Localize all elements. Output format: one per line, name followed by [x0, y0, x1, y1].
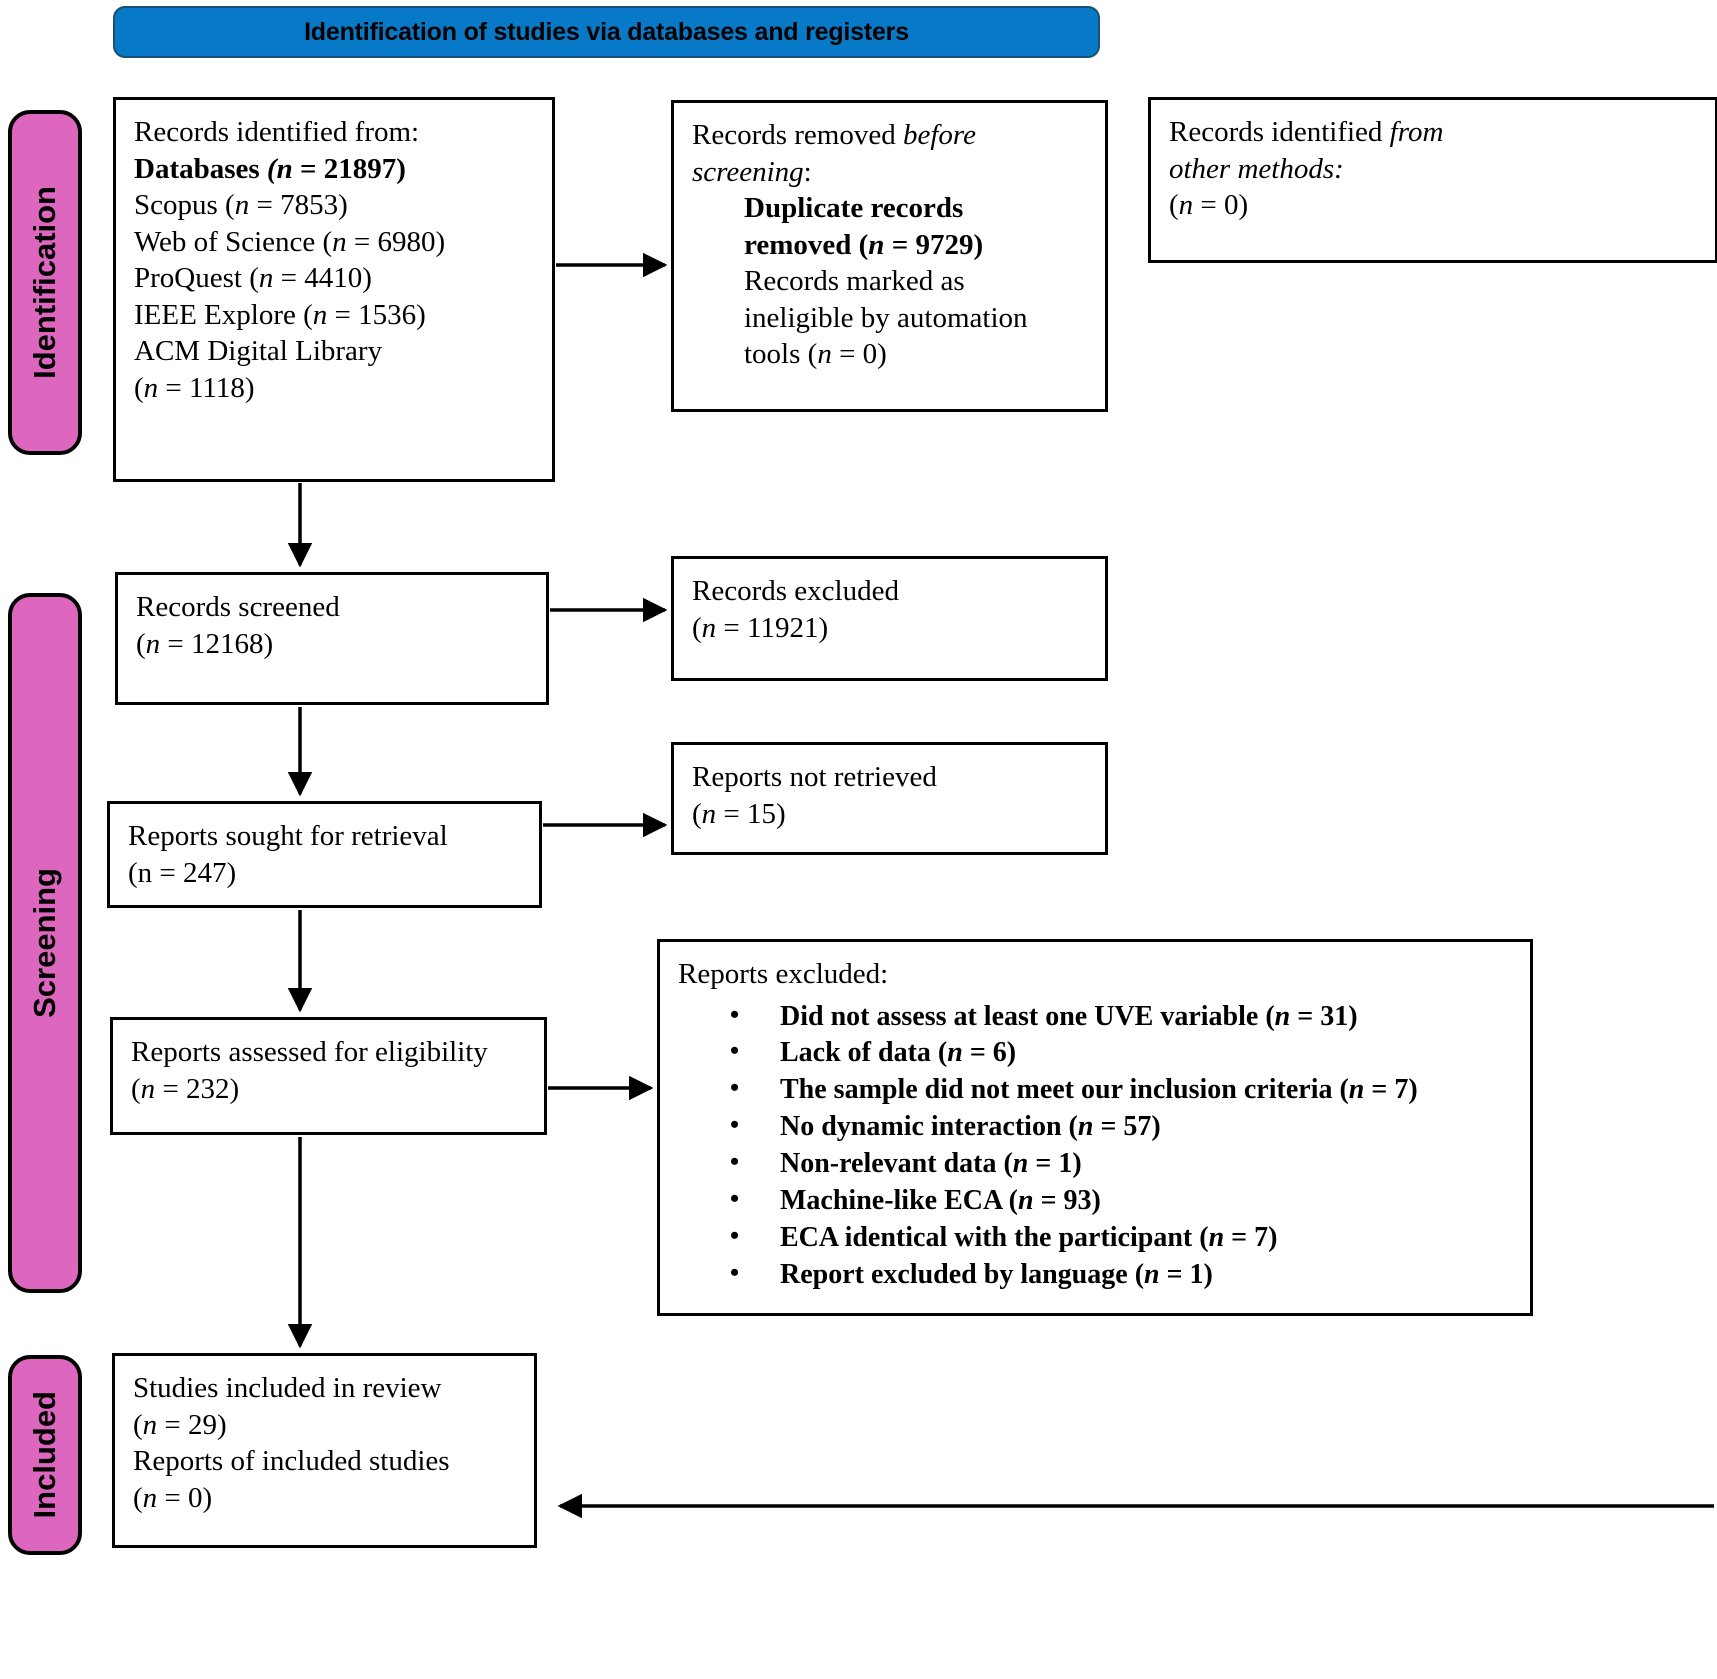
- not-retrieved-line-2: (n = 15): [692, 797, 786, 830]
- records-identified-box: Records identified from: Databases (n = …: [113, 97, 555, 482]
- stage-screening: Screening: [8, 593, 82, 1293]
- stage-identification-label: Identification: [27, 186, 62, 379]
- identified-line-scopus: Scopus (n = 7853): [134, 189, 348, 222]
- stage-screening-label: Screening: [27, 868, 62, 1018]
- reports-excluded-title: Reports excluded:: [678, 958, 889, 990]
- list-item: Non-relevant data (n = 1): [678, 1145, 1514, 1183]
- other-methods-line-3: (n = 0): [1169, 189, 1249, 222]
- reports-sought-box: Reports sought for retrieval (n = 247): [107, 801, 542, 908]
- list-item: Did not assess at least one UVE variable…: [678, 998, 1514, 1036]
- records-other-methods-box: Records identified from other methods: (…: [1148, 97, 1717, 263]
- identified-line-acm: ACM Digital Library: [134, 335, 383, 368]
- records-excluded-box: Records excluded (n = 11921): [671, 556, 1108, 681]
- removed-line-marked-1: Records marked as: [744, 265, 965, 298]
- other-methods-line-1: Records identified from: [1169, 116, 1444, 148]
- removed-line-marked-3: tools (n = 0): [744, 338, 887, 371]
- removed-line-1: Records removed before: [692, 119, 977, 151]
- other-methods-line-2: other methods:: [1169, 152, 1344, 185]
- stage-included: Included: [8, 1355, 82, 1555]
- removed-line-dup-2: removed (n = 9729): [744, 228, 984, 261]
- not-retrieved-line-1: Reports not retrieved: [692, 761, 937, 793]
- screened-line-2: (n = 12168): [136, 627, 274, 660]
- studies-included-box: Studies included in review (n = 29) Repo…: [112, 1353, 537, 1548]
- stage-included-label: Included: [27, 1391, 62, 1519]
- removed-line-dup-1: Duplicate records: [744, 192, 964, 225]
- stage-identification: Identification: [8, 110, 82, 455]
- assessed-line-1: Reports assessed for eligibility: [131, 1036, 488, 1068]
- reports-excluded-box: Reports excluded: Did not assess at leas…: [657, 939, 1533, 1316]
- removed-line-2: screening:: [692, 155, 812, 188]
- records-screened-box: Records screened (n = 12168): [115, 572, 549, 705]
- removed-line-marked-2: ineligible by automation: [744, 301, 1028, 334]
- identified-line-acm-n: (n = 1118): [134, 371, 255, 404]
- sought-line-1: Reports sought for retrieval: [128, 820, 448, 852]
- list-item: Lack of data (n = 6): [678, 1034, 1514, 1072]
- identified-line-wos: Web of Science (n = 6980): [134, 225, 446, 258]
- screened-line-1: Records screened: [136, 591, 340, 623]
- included-line-4: (n = 0): [133, 1481, 213, 1514]
- identified-line-databases: Databases (n = 21897): [134, 152, 406, 185]
- list-item: ECA identical with the participant (n = …: [678, 1219, 1514, 1257]
- included-line-1: Studies included in review: [133, 1372, 442, 1404]
- identified-line-1: Records identified from:: [134, 116, 420, 148]
- identified-databases-n: 21897): [323, 152, 406, 185]
- reports-assessed-box: Reports assessed for eligibility (n = 23…: [110, 1017, 547, 1135]
- included-line-2: (n = 29): [133, 1408, 227, 1441]
- assessed-line-2: (n = 232): [131, 1072, 240, 1105]
- included-line-3: Reports of included studies: [133, 1445, 450, 1478]
- identified-line-proquest: ProQuest (n = 4410): [134, 262, 372, 295]
- reports-excluded-list: Did not assess at least one UVE variable…: [678, 998, 1514, 1295]
- reports-not-retrieved-box: Reports not retrieved (n = 15): [671, 742, 1108, 855]
- excluded-line-1: Records excluded: [692, 575, 899, 607]
- excluded-line-2: (n = 11921): [692, 611, 829, 644]
- records-removed-box: Records removed before screening: Duplic…: [671, 100, 1108, 412]
- sought-line-2: (n = 247): [128, 856, 237, 889]
- list-item: Machine-like ECA (n = 93): [678, 1182, 1514, 1220]
- banner-title: Identification of studies via databases …: [304, 17, 909, 46]
- list-item: No dynamic interaction (n = 57): [678, 1108, 1514, 1146]
- list-item: Report excluded by language (n = 1): [678, 1256, 1514, 1294]
- identification-banner: Identification of studies via databases …: [113, 6, 1100, 58]
- identified-line-ieee: IEEE Explore (n = 1536): [134, 298, 426, 331]
- list-item: The sample did not meet our inclusion cr…: [678, 1071, 1514, 1109]
